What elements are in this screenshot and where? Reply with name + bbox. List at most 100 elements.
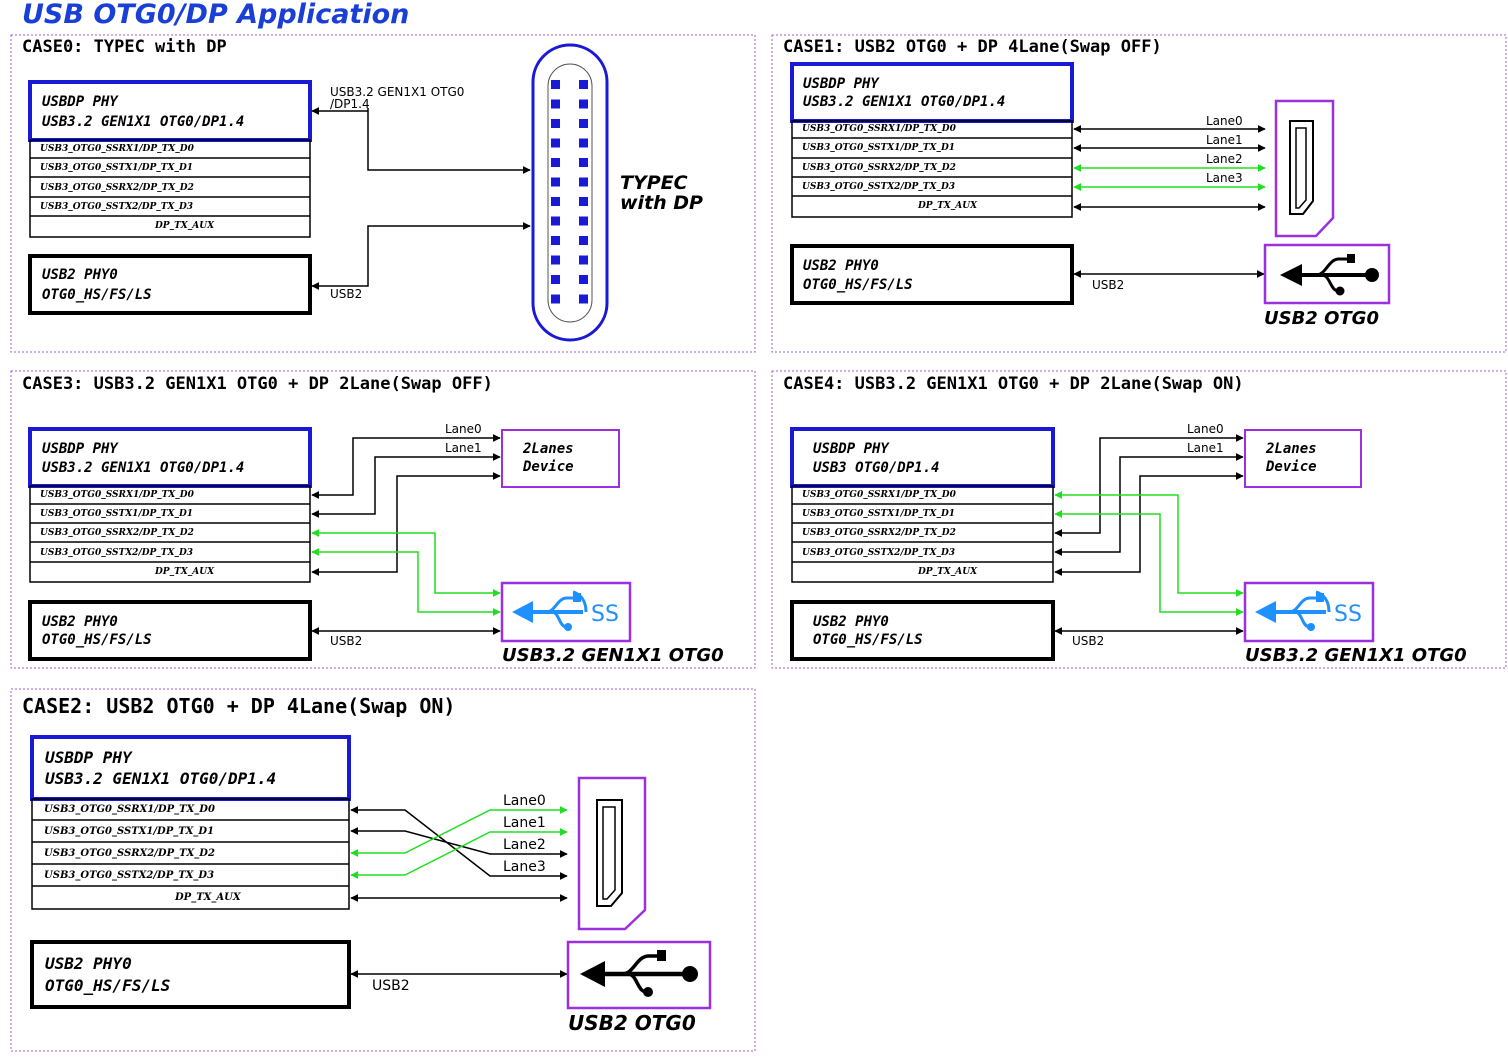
typec-pin [579,138,588,148]
case3-usb3-caption: USB3.2 GEN1X1 OTG0 [502,645,724,666]
case4-usbdp-phy-box [790,427,1055,488]
case4-ss-text: SS [1334,602,1362,627]
typec-connector-label: TYPEC [620,172,688,194]
case2-signal-d0: USB3_OTG0_SSRX1/DP_TX_D0 [44,804,215,815]
case0-title: CASE0: TYPEC with DP [22,37,227,57]
case4-signal-d2: USB3_OTG0_SSRX2/DP_TX_D2 [802,528,956,538]
case3-usb2-label: USB2 [330,634,362,648]
case1-usb2-phy-mode: OTG0_HS/FS/LS [803,277,913,293]
case1-lane2-label: Lane2 [1206,152,1243,166]
case0-signal-d3: USB3_OTG0_SSTX2/DP_TX_D3 [40,202,193,212]
case2-usb2-symbol-icon [566,940,712,1010]
case3-signal-rows: USB3_OTG0_SSRX1/DP_TX_D0 USB3_OTG0_SSTX1… [29,485,311,583]
case3-ss-text: SS [591,602,619,627]
case3-panel: CASE3: USB3.2 GEN1X1 OTG0 + DP 2Lane(Swa… [10,370,756,669]
case2-signal-aux: DP_TX_AUX [174,892,242,903]
case2-usb2-otg0-caption: USB2 OTG0 [568,1011,696,1035]
case0-panel: CASE0: TYPEC with DP USBDP PHY USB3.2 GE… [10,34,756,353]
case3-usbdp-phy-label: USBDP PHY [42,441,119,457]
case1-signal-d3: USB3_OTG0_SSTX2/DP_TX_D3 [802,182,955,192]
case2-signal-d3: USB3_OTG0_SSTX2/DP_TX_D3 [44,870,214,881]
typec-pin [551,275,560,284]
case4-lane1-label: Lane1 [1187,441,1224,455]
case1-usbdp-phy-label: USBDP PHY [803,76,880,92]
case0-usb3-label: USB3.2 GEN1X1 OTG0 [330,85,464,99]
case3-signal-d2: USB3_OTG0_SSRX2/DP_TX_D2 [40,528,194,538]
case1-signal-d0: USB3_OTG0_SSRX1/DP_TX_D0 [802,124,957,134]
case2-signal-d1: USB3_OTG0_SSTX1/DP_TX_D1 [44,826,214,837]
case4-usb3-caption: USB3.2 GEN1X1 OTG0 [1245,645,1467,666]
typec-pin [551,177,560,187]
case1-signal-rows: USB3_OTG0_SSRX1/DP_TX_D0 USB3_OTG0_SSTX1… [791,120,1073,218]
typec-pin [551,138,560,148]
case3-usb2-phy-mode: OTG0_HS/FS/LS [42,632,152,648]
case3-lane1-label: Lane1 [445,441,482,455]
case1-title: CASE1: USB2 OTG0 + DP 4Lane(Swap OFF) [783,37,1162,57]
typec-pin [579,216,588,226]
case0-usbdp-phy-label: USBDP PHY [42,94,119,110]
page-title: USB OTG0/DP Application [22,0,409,30]
case4-signal-d0: USB3_OTG0_SSRX1/DP_TX_D0 [802,490,957,500]
case2-lane3-label: Lane3 [503,859,546,875]
case2-lane0-label: Lane0 [503,793,546,809]
case1-usb2-phy-label: USB2 PHY0 [803,258,879,274]
case4-frame [771,370,1507,669]
typec-connector-icon [531,43,609,342]
typec-pin [551,216,560,226]
typec-pin [579,158,588,167]
typec-pin [579,119,588,128]
case4-signal-d3: USB3_OTG0_SSTX2/DP_TX_D3 [802,548,955,558]
case1-displayport-connector-icon [1274,99,1335,238]
case3-usbdp-phy-mode: USB3.2 GEN1X1 OTG0/DP1.4 [42,460,244,476]
typec-pin [551,119,560,128]
case2-usb2-phy-label: USB2 PHY0 [45,954,132,973]
case1-lane-lines [1073,125,1266,211]
typec-pin [579,236,588,245]
typec-pin [551,294,560,304]
case4-signal-d1: USB3_OTG0_SSTX1/DP_TX_D1 [802,509,955,519]
typec-pin [551,197,560,206]
case0-signal-rows: USB3_OTG0_SSRX1/DP_TX_D0 USB3_OTG0_SSTX1… [29,139,311,238]
case4-signal-aux: DP_TX_AUX [917,567,978,577]
case1-signal-aux: DP_TX_AUX [917,201,978,211]
case4-2lanes-device-label-2: Device [1265,459,1317,475]
case2-title: CASE2: USB2 OTG0 + DP 4Lane(Swap ON) [22,694,455,718]
case4-signal-rows: USB3_OTG0_SSRX1/DP_TX_D0 USB3_OTG0_SSTX1… [791,485,1054,583]
typec-pin [579,177,588,187]
case1-lane3-label: Lane3 [1206,171,1243,185]
case2-lane2-label: Lane2 [503,837,546,853]
case0-signal-d0: USB3_OTG0_SSRX1/DP_TX_D0 [40,144,195,154]
case4-lane-lines [1054,434,1244,616]
case3-frame [10,370,756,669]
typec-pin [579,80,588,89]
case0-signal-aux: DP_TX_AUX [154,221,215,231]
case0-frame [10,34,756,353]
case4-2lanes-device-label: 2Lanes [1265,441,1317,457]
case0-signal-d1: USB3_OTG0_SSTX1/DP_TX_D1 [40,163,193,173]
case2-usbdp-phy-box [30,735,351,801]
case2-panel: CASE2: USB2 OTG0 + DP 4Lane(Swap ON) USB… [10,688,756,1052]
typec-pin [579,99,588,109]
case2-usbdp-phy-mode: USB3.2 GEN1X1 OTG0/DP1.4 [45,769,276,788]
case0-usbdp-phy-mode: USB3.2 GEN1X1 OTG0/DP1.4 [42,114,244,130]
case1-usbdp-phy-mode: USB3.2 GEN1X1 OTG0/DP1.4 [803,94,1005,110]
case3-lane-lines [311,434,501,616]
case4-2lanes-device-box [1244,429,1362,488]
case4-lane0-label: Lane0 [1187,422,1224,436]
case2-signal-rows: USB3_OTG0_SSRX1/DP_TX_D0 USB3_OTG0_SSTX1… [31,798,350,910]
case0-usb2-phy-mode: OTG0_HS/FS/LS [42,287,152,303]
case4-title: CASE4: USB3.2 GEN1X1 OTG0 + DP 2Lane(Swa… [783,374,1244,394]
case0-usb3-line [367,108,531,174]
case2-lane-lines [350,806,568,902]
case4-usb2-label: USB2 [1072,634,1104,648]
case1-usb2-phy-box [790,244,1074,305]
case3-usb2-phy-box [28,600,312,661]
case3-2lanes-device-box [501,429,620,488]
case3-title: CASE3: USB3.2 GEN1X1 OTG0 + DP 2Lane(Swa… [22,374,493,394]
typec-pin [579,294,588,304]
case1-usb2-otg0-caption: USB2 OTG0 [1264,308,1379,329]
case1-signal-d1: USB3_OTG0_SSTX1/DP_TX_D1 [802,143,955,153]
case1-signal-d2: USB3_OTG0_SSRX2/DP_TX_D2 [802,163,956,173]
case3-signal-d3: USB3_OTG0_SSTX2/DP_TX_D3 [40,548,193,558]
case3-usb-superspeed-icon: SS [500,581,632,643]
